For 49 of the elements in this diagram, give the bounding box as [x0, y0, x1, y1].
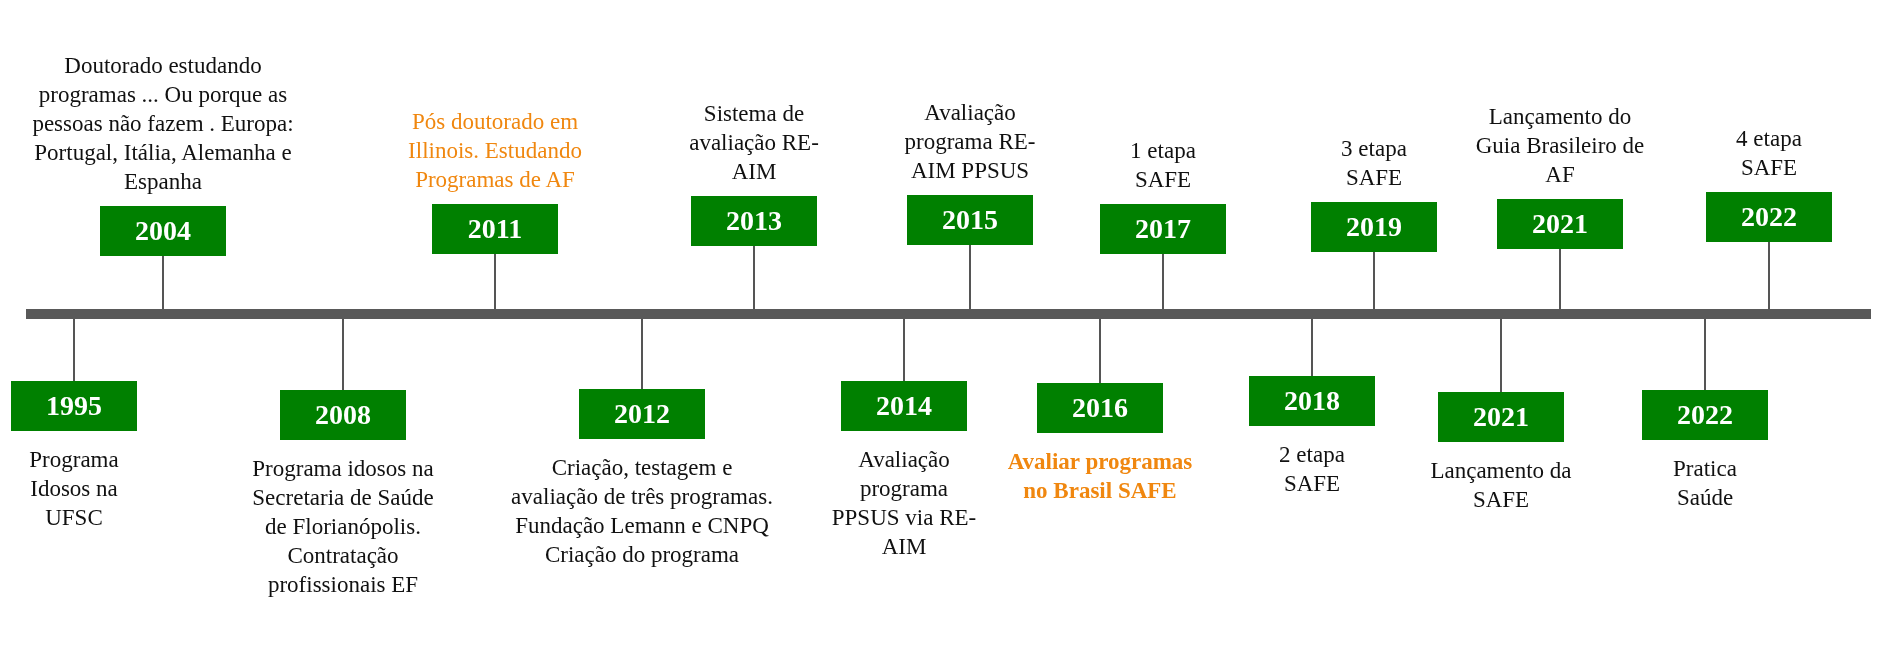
connector-line: [1768, 241, 1770, 310]
connector-line: [903, 318, 905, 382]
event-description: Pós doutorado em Illinois. Estudando Programas de AF: [407, 108, 583, 194]
event-description: 4 etapa SAFE: [1735, 125, 1803, 182]
event-description: Avaliação programa RE-AIM PPSUS: [903, 99, 1037, 185]
year-label: 2018: [1249, 376, 1375, 426]
connector-line: [162, 255, 164, 310]
connector-line: [1162, 253, 1164, 310]
year-label: 1995: [11, 381, 137, 431]
year-label: 2012: [579, 389, 705, 439]
year-label: 2011: [432, 204, 558, 254]
connector-line: [1500, 318, 1502, 393]
year-label: 2015: [907, 195, 1033, 245]
event-description: Pratica Saúde: [1672, 455, 1738, 512]
event-description: Criação, testagem e avaliação de três programas. Fundação Lemann e CNPQ Criação do programa: [510, 454, 774, 569]
connector-line: [1559, 248, 1561, 310]
event-description: Lançamento da SAFE: [1429, 457, 1573, 514]
year-label: 2022: [1642, 390, 1768, 440]
event-description: 3 etapa SAFE: [1340, 135, 1408, 192]
connector-line: [969, 244, 971, 310]
connector-line: [1704, 318, 1706, 391]
event-description: 1 etapa SAFE: [1129, 137, 1197, 194]
event-description: 2 etapa SAFE: [1278, 441, 1346, 498]
connector-line: [1099, 318, 1101, 384]
year-label: 2008: [280, 390, 406, 440]
event-description: Programa Idosos na UFSC: [28, 446, 120, 532]
year-label: 2013: [691, 196, 817, 246]
connector-line: [342, 318, 344, 391]
connector-line: [753, 245, 755, 310]
connector-line: [641, 318, 643, 390]
year-label: 2021: [1497, 199, 1623, 249]
year-label: 2017: [1100, 204, 1226, 254]
event-description: Doutorado estudando programas ... Ou porque as pessoas não fazem . Europa: Portugal, Itália, Alemanha e Espanha: [31, 52, 295, 196]
event-description: Programa idosos na Secretaria de Saúde de Florianópolis. Contratação profissionais EF: [251, 455, 435, 599]
connector-line: [73, 318, 75, 382]
year-label: 2022: [1706, 192, 1832, 242]
timeline-bar: [26, 309, 1871, 319]
year-label: 2016: [1037, 383, 1163, 433]
event-description: Lançamento do Guia Brasileiro de AF: [1475, 103, 1645, 189]
event-description: Avaliar programas no Brasil SAFE: [1006, 448, 1194, 505]
event-description: Sistema de avaliação RE-AIM: [688, 100, 820, 186]
year-label: 2004: [100, 206, 226, 256]
connector-line: [494, 253, 496, 310]
year-label: 2021: [1438, 392, 1564, 442]
year-label: 2014: [841, 381, 967, 431]
connector-line: [1373, 251, 1375, 310]
year-label: 2019: [1311, 202, 1437, 252]
event-description: Avaliação programa PPSUS via RE-AIM: [830, 446, 978, 561]
connector-line: [1311, 318, 1313, 377]
